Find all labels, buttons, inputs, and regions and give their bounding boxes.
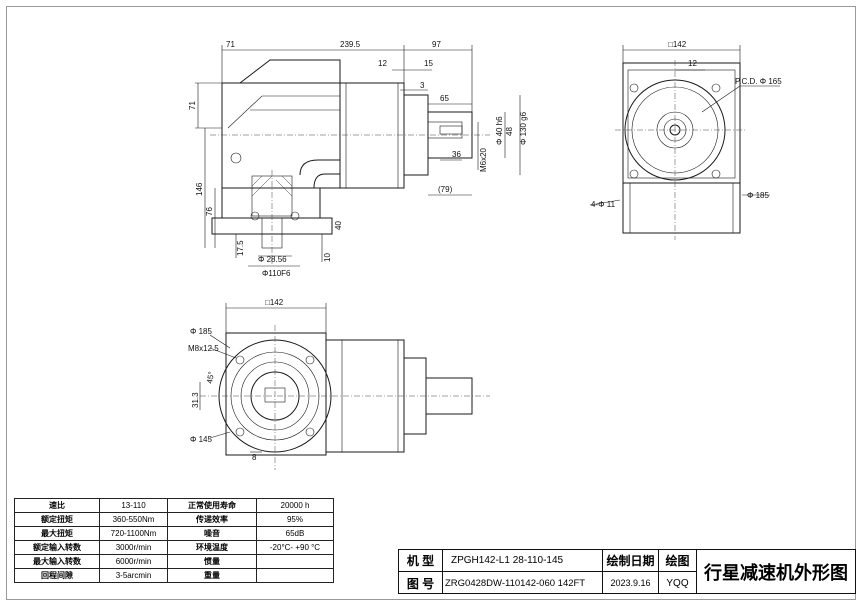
dim-3: 3 <box>420 81 425 90</box>
dim-12-end: 12 <box>688 59 697 68</box>
dim-m6x20: M6x20 <box>479 147 488 172</box>
dim-sq142-plan: □142 <box>265 298 284 307</box>
gearbox-housing <box>221 82 341 189</box>
dim-185-end: Φ 185 <box>747 191 770 200</box>
dim-175: 17.5 <box>236 240 245 256</box>
shaft-key <box>427 121 463 139</box>
drawing-sheet <box>6 6 856 600</box>
spec-value: 20000 h <box>256 498 334 513</box>
spec-key: 回程间隙 <box>14 568 100 583</box>
dim-2856: Φ 28.56 <box>258 255 287 264</box>
dim-holes: 4-Φ 11 <box>591 200 616 209</box>
spec-key: 环境温度 <box>167 540 257 555</box>
spec-key: 最大输入转数 <box>14 554 100 569</box>
dim-145-plan: Φ 145 <box>190 435 213 444</box>
spec-value: 6000r/min <box>99 554 168 569</box>
dim-10: 10 <box>323 253 332 262</box>
dim-40h6: Φ 40 h6 <box>495 116 504 145</box>
dim-45deg: 45° <box>205 371 216 384</box>
dim-sq142-end: □142 <box>668 40 687 49</box>
spec-key: 惯量 <box>167 554 257 569</box>
dim-146: 146 <box>195 182 204 196</box>
dim-130g6: Φ 130 g6 <box>519 111 528 145</box>
drawing-no-label: 图 号 <box>399 572 443 594</box>
spec-value: 13-110 <box>99 498 168 513</box>
model-value: ZPGH142-L1 28-110-145 <box>443 550 603 572</box>
drawing-title: 行星减速机外形图 <box>704 562 848 583</box>
dim-79: (79) <box>438 185 453 194</box>
draw-date-label: 绘制日期 <box>603 550 659 572</box>
spec-key: 传递效率 <box>167 512 257 527</box>
spec-value: 3-5arcmin <box>99 568 168 583</box>
oil-plug <box>230 152 242 164</box>
dim-71-top: 71 <box>226 40 235 49</box>
dim-m8: M8x12.5 <box>188 344 219 353</box>
spec-value: -20°C- +90 °C <box>256 540 334 555</box>
dim-97: 97 <box>432 40 441 49</box>
spec-key: 正常使用寿命 <box>167 498 257 513</box>
spec-value: 95% <box>256 512 334 527</box>
table-row: 额定扭矩 360-550Nm 传递效率 95% <box>14 512 334 527</box>
spec-value: 3000r/min <box>99 540 168 555</box>
draw-date-value: 2023.9.16 <box>603 572 659 594</box>
spec-key: 额定输入转数 <box>14 540 100 555</box>
table-row: 额定输入转数 3000r/min 环境温度 -20°C- +90 °C <box>14 540 334 555</box>
dim-65: 65 <box>440 94 449 103</box>
spec-table: 速比 13-110 正常使用寿命 20000 h 额定扭矩 360-550Nm … <box>14 498 334 583</box>
end-housing <box>622 62 741 184</box>
spec-value <box>256 554 334 569</box>
drawer-value: YQQ <box>659 572 697 594</box>
end-view <box>589 45 780 240</box>
table-row: 速比 13-110 正常使用寿命 20000 h <box>14 498 334 513</box>
spec-value <box>256 568 334 583</box>
title-block: 机 型 ZPGH142-L1 28-110-145 图 号 ZRG0428DW-… <box>398 549 856 594</box>
spec-key: 额定扭矩 <box>14 512 100 527</box>
spec-value: 65dB <box>256 526 334 541</box>
dim-185-plan: Φ 185 <box>190 327 213 336</box>
dim-71-left: 71 <box>188 101 197 110</box>
spec-key: 噪音 <box>167 526 257 541</box>
drawing-no-value: ZRG0428DW-110142-060 142FT <box>443 572 603 594</box>
dim-313: 31.3 <box>191 392 200 408</box>
dim-12: 12 <box>378 59 387 68</box>
dim-2395: 239.5 <box>340 40 361 49</box>
spec-key: 最大扭矩 <box>14 526 100 541</box>
dim-76: 76 <box>205 207 214 216</box>
dim-110f6: Φ110F6 <box>262 269 291 278</box>
plan-view <box>199 303 490 470</box>
side-elevation-view <box>195 45 521 267</box>
spec-key: 重量 <box>167 568 257 583</box>
table-row: 回程间隙 3-5arcmin 重量 <box>14 568 334 583</box>
drawer-label: 绘图 <box>659 550 697 572</box>
motor-adapter <box>339 82 405 189</box>
angled-head <box>239 59 341 84</box>
table-row: 最大输入转数 6000r/min 惯量 <box>14 554 334 569</box>
lower-flange <box>221 187 321 219</box>
dim-15: 15 <box>424 59 433 68</box>
model-label: 机 型 <box>399 550 443 572</box>
dim-36: 36 <box>452 150 461 159</box>
spec-value: 720-1100Nm <box>99 526 168 541</box>
lower-body <box>622 182 741 234</box>
dimension-labels: 71 239.5 97 12 15 3 65 36 (79) Φ 28.56 Φ… <box>188 40 782 462</box>
dim-48: 48 <box>505 127 514 136</box>
spec-key: 速比 <box>14 498 100 513</box>
dim-pcd: P.C.D. Φ 165 <box>735 77 782 86</box>
dim-40: 40 <box>334 221 343 230</box>
spec-value: 360-550Nm <box>99 512 168 527</box>
table-row: 最大扭矩 720-1100Nm 噪音 65dB <box>14 526 334 541</box>
dim-8: 8 <box>252 453 257 462</box>
